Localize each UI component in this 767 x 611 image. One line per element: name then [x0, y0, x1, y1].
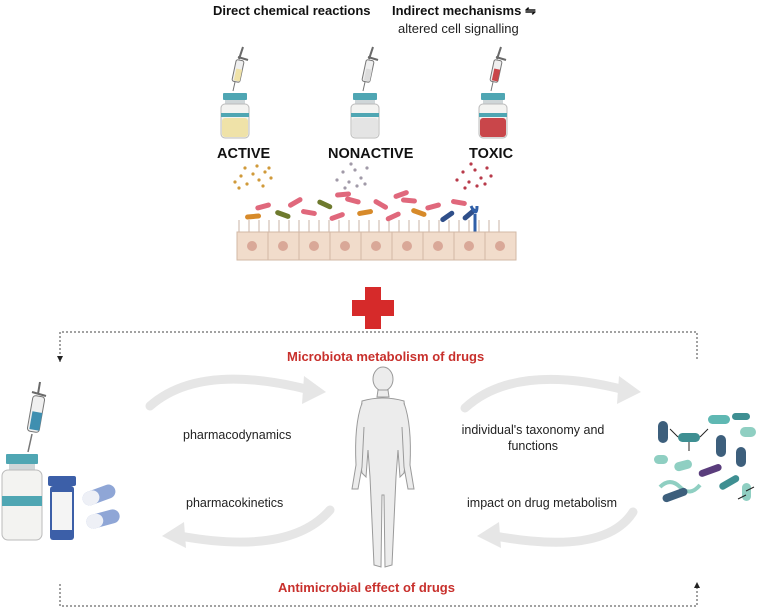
- toxic-syringe-vial: [478, 46, 508, 139]
- human-figure-icon: [351, 366, 415, 568]
- bacteria-icon: [654, 413, 756, 503]
- antimicrobial-effect-title: Antimicrobial effect of drugs: [278, 580, 455, 595]
- left-cycle-arrows: [145, 374, 335, 548]
- cycle-arrow-icon: [460, 374, 641, 413]
- cycle-arrow-icon: [477, 507, 638, 548]
- direct-reactions-label: Direct chemical reactions: [213, 3, 371, 18]
- toxic-particles: [455, 162, 493, 190]
- vial-icon: [478, 93, 508, 139]
- vial-icon: [350, 93, 380, 139]
- microbiota-metabolism-title: Microbiota metabolism of drugs: [287, 349, 485, 364]
- syringe-icon: [489, 46, 507, 92]
- toxic-label: TOXIC: [469, 146, 514, 162]
- pharmacokinetics-label: pharmacokinetics: [186, 496, 284, 510]
- pharmacodynamics-label: pharmacodynamics: [183, 428, 292, 442]
- nonactive-label: NONACTIVE: [328, 146, 414, 162]
- vial-icon: [1, 454, 43, 541]
- right-cycle-arrows: [460, 374, 641, 548]
- syringe-icon: [231, 46, 249, 92]
- active-particles: [233, 164, 273, 190]
- active-syringe-vial: [220, 46, 250, 139]
- nonactive-particles: [335, 162, 369, 190]
- active-label: ACTIVE: [217, 146, 271, 162]
- indirect-mechanisms-label: Indirect mechanisms ⇋: [392, 3, 536, 18]
- indirect-mechanisms-sub: altered cell signalling: [398, 21, 519, 36]
- drugs-illustration: [1, 381, 120, 541]
- nonactive-syringe-vial: [350, 46, 380, 139]
- cycle-arrow-icon: [145, 374, 326, 411]
- receptor-icon: [469, 205, 479, 232]
- drug-metabolism-label: impact on drug metabolism: [467, 496, 618, 510]
- pill-bottle-icon: [48, 476, 76, 540]
- gut-epithelium-illustration: [233, 162, 517, 261]
- syringe-icon: [361, 46, 379, 92]
- cycle-arrow-icon: [162, 505, 335, 548]
- red-cross-icon: [352, 287, 394, 329]
- capsule-icon: [86, 509, 120, 529]
- capsule-icon: [82, 484, 116, 506]
- syringe-icon: [26, 381, 47, 453]
- gut-bacteria: [245, 190, 477, 223]
- taxonomy-functions-label: individual's taxonomy and functions: [461, 423, 605, 453]
- epithelial-cells: [236, 231, 517, 261]
- vial-icon: [220, 93, 250, 139]
